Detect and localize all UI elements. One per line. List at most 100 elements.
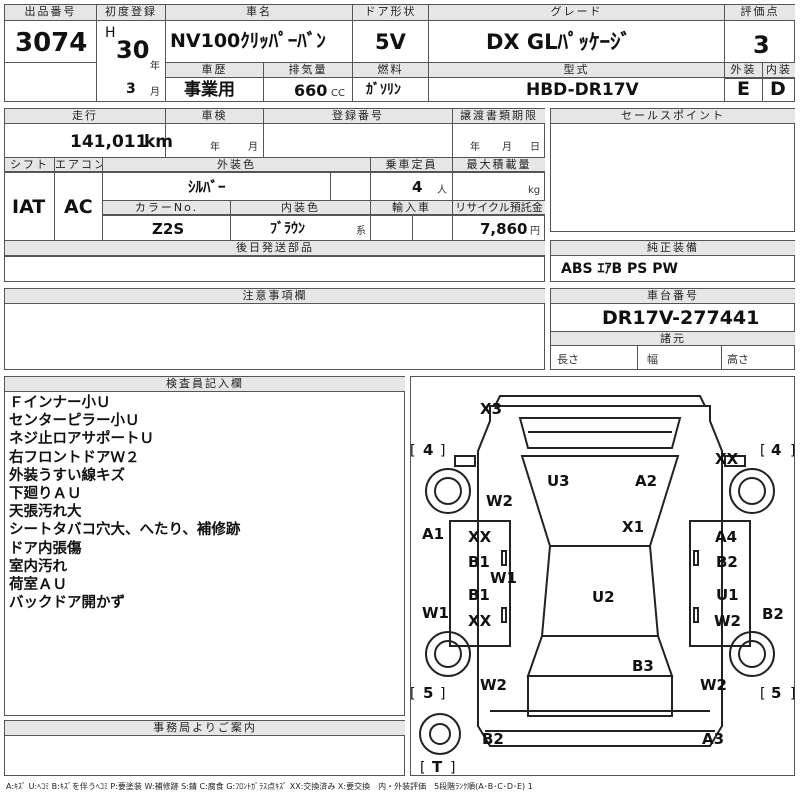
car-diagram: [] [] [] [] [] X3 4 4 XX U3 A2 W2 X1 A1 … (410, 395, 795, 776)
genuine-equipment-box (550, 240, 795, 282)
mark-x3: X3 (480, 400, 502, 418)
tr-month: 月 (502, 142, 512, 153)
mileage-unit: km (144, 132, 174, 152)
note-line: 天張汚れ大 (9, 504, 82, 521)
note-line: バックドア開かず (9, 595, 125, 612)
ext-label: 外装 (725, 63, 762, 78)
caution-label: 注意事項欄 (5, 289, 545, 304)
office-label: 事務局よりご案内 (5, 721, 405, 736)
svg-text:]: ] (790, 443, 795, 459)
svg-text:]: ] (450, 760, 455, 776)
note-line: 室内汚れ (9, 558, 67, 575)
mark-u3: U3 (547, 472, 570, 490)
note-line: 荷室ＡＵ (9, 577, 67, 594)
sales-point-box (550, 108, 795, 232)
mark-xx-ld: XX (468, 528, 492, 546)
chassis-label: 車台番号 (551, 289, 795, 304)
sales-label: セールスポイント (551, 109, 795, 124)
mark-b3: B3 (632, 657, 654, 675)
mark-trunk: T (432, 758, 443, 776)
plate-label: 登録番号 (264, 109, 452, 124)
car-diagram-box (410, 376, 795, 776)
ext-grade: E (737, 78, 750, 100)
recycle: 7,860 (480, 220, 528, 238)
note-line: 右フロントドアＷ２ (9, 449, 140, 466)
chassis-number: DR17V-277441 (602, 307, 760, 329)
note-line: センターピラー小Ｕ (9, 413, 140, 430)
year-unit: 年 (150, 61, 160, 72)
score-label: 評価点 (725, 5, 795, 21)
history: 事業用 (184, 80, 235, 100)
svg-text:]: ] (440, 443, 445, 459)
mark-xx-ld2: XX (468, 612, 492, 630)
svg-text:]: ] (790, 686, 795, 702)
mark-w2-rl: W2 (480, 676, 507, 694)
ac-label: エアコン (55, 158, 102, 172)
mark-a2: A2 (635, 472, 657, 490)
lot-label: 出品番号 (5, 5, 96, 21)
length-label: 長さ (557, 353, 579, 366)
mark-b1-ld2: B1 (468, 586, 490, 604)
interior: ﾌﾞﾗｳﾝ (270, 221, 305, 237)
mark-a1: A1 (422, 525, 444, 543)
transfer-label: 譲渡書類期限 (453, 109, 545, 124)
caution-box (4, 288, 545, 370)
mark-b2-right: B2 (762, 605, 784, 623)
lot-number: 3074 (15, 28, 88, 58)
capacity-unit: 人 (437, 185, 447, 196)
inspector-label: 検査員記入欄 (5, 377, 405, 392)
mark-a4: A4 (715, 528, 737, 546)
color-no: Z2S (152, 220, 185, 238)
disp-unit: CC (331, 88, 345, 99)
office-box (4, 720, 405, 776)
color-no-label: カラーNo. (103, 201, 230, 215)
inspection-label: 車検 (166, 109, 263, 124)
grade: DX GLﾊﾟｯｹｰｼﾞ (486, 30, 632, 54)
fuel: ｶﾞｿﾘﾝ (366, 82, 401, 98)
genuine-equipment: ABS ｴｱB PS PW (561, 261, 678, 277)
shift: IAT (12, 196, 46, 218)
inspector-box (4, 376, 405, 716)
mark-x1: X1 (622, 518, 644, 536)
tr-day: 日 (530, 142, 540, 153)
insp-month: 月 (248, 142, 258, 153)
era: H (105, 25, 116, 41)
door-label: ドア形状 (353, 5, 428, 21)
displacement: 660 (294, 81, 328, 100)
mileage: 141,011 (70, 132, 148, 152)
color: ｼﾙﾊﾞｰ (188, 178, 226, 196)
int-label: 内装 (763, 63, 795, 78)
fuel-label: 燃料 (353, 63, 428, 78)
mark-u2: U2 (592, 588, 615, 606)
mark-b2-rear: B2 (482, 730, 504, 748)
interior-unit: 系 (356, 226, 366, 237)
mark-w1-left: W1 (422, 604, 449, 622)
mark-a3: A3 (702, 730, 724, 748)
legend: A:ｷｽﾞ U:ﾍｺﾐ B:ｷｽﾞを伴うﾍｺﾐ P:要塗装 W:補修跡 S:錆 … (6, 782, 533, 791)
mark-b2-rd: B2 (716, 553, 738, 571)
disp-label: 排気量 (264, 63, 352, 78)
svg-text:[: [ (420, 760, 425, 776)
inspector-notes: Ｆインナー小Ｕ センターピラー小Ｕ ネジ止ロアサポートＵ 右フロントドアＷ２ 外… (9, 394, 240, 612)
capacity: 4 (412, 178, 423, 196)
svg-text:[: [ (410, 686, 415, 702)
history-label: 車歴 (166, 63, 263, 78)
int-grade: D (770, 78, 786, 100)
mark-rl-tire: 5 (423, 684, 433, 702)
width-label: 幅 (647, 353, 658, 366)
mark-rr-tire: 5 (771, 684, 781, 702)
tr-year: 年 (470, 142, 480, 153)
spec-label: 諸元 (551, 332, 795, 346)
mark-w1-mid: W1 (490, 569, 517, 587)
svg-text:[: [ (760, 443, 765, 459)
name-label: 車名 (166, 5, 352, 21)
recycle-label: リサイクル預託金 (453, 201, 545, 215)
mileage-label: 走行 (5, 109, 165, 124)
score: 3 (753, 31, 770, 59)
load-unit: kg (528, 185, 541, 196)
import-label: 輸入車 (371, 201, 452, 215)
car-name: NV100ｸﾘｯﾊﾟｰﾊﾞﾝ (170, 30, 326, 52)
reg-label: 初度登録 (97, 5, 165, 21)
note-line: Ｆインナー小Ｕ (9, 395, 111, 411)
grade-label: グレード (429, 5, 724, 21)
